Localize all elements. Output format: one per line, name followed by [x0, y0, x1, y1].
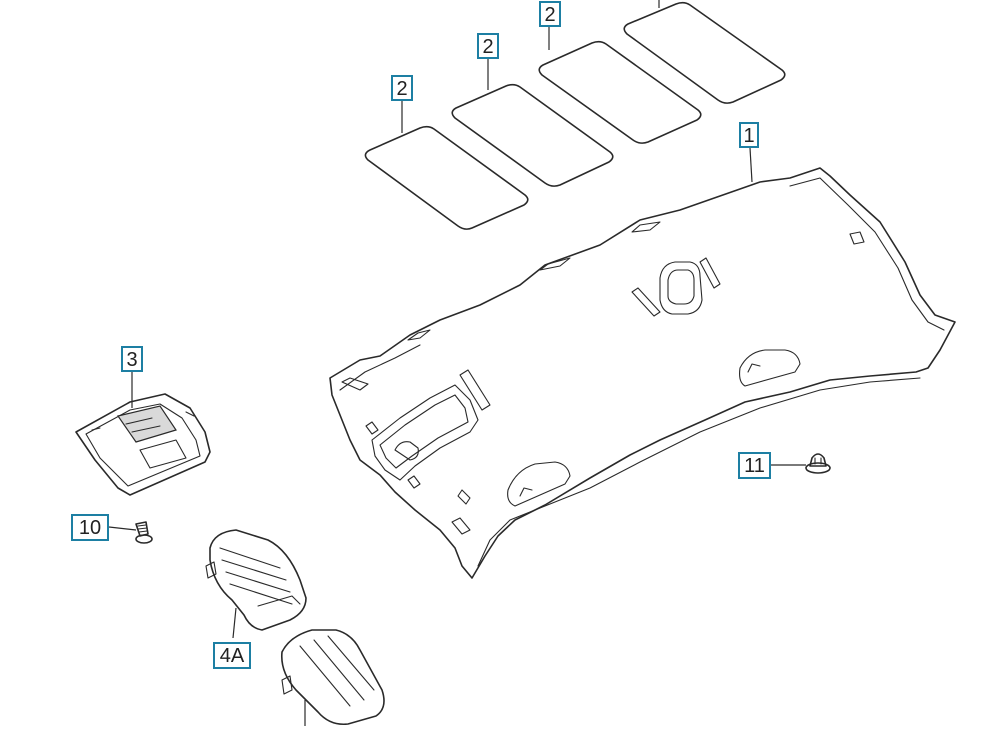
callout-11: 11: [738, 452, 771, 479]
sun-visor-cover-4b: [280, 629, 385, 726]
sun-visor-cover-4a: [205, 529, 307, 631]
callout-2b: 2: [477, 33, 499, 59]
clip-11: [805, 453, 831, 474]
insulation-pad-1: [364, 125, 529, 230]
overhead-console: [75, 393, 211, 496]
insulation-pad-2: [451, 83, 614, 187]
callout-10: 10: [71, 514, 109, 541]
leader-10: [108, 526, 137, 531]
callout-2a: 2: [391, 75, 413, 101]
leader-1: [749, 147, 753, 183]
leader-4a: [232, 607, 237, 639]
callout-4a: 4A: [213, 642, 251, 669]
insulation-pad-4: [623, 1, 786, 104]
callout-1: 1: [739, 122, 759, 148]
insulation-pad-3: [538, 40, 702, 144]
headliner: [329, 167, 956, 579]
screw-10: [135, 521, 153, 544]
callout-2c: 2: [539, 1, 561, 27]
callout-3: 3: [121, 346, 143, 372]
